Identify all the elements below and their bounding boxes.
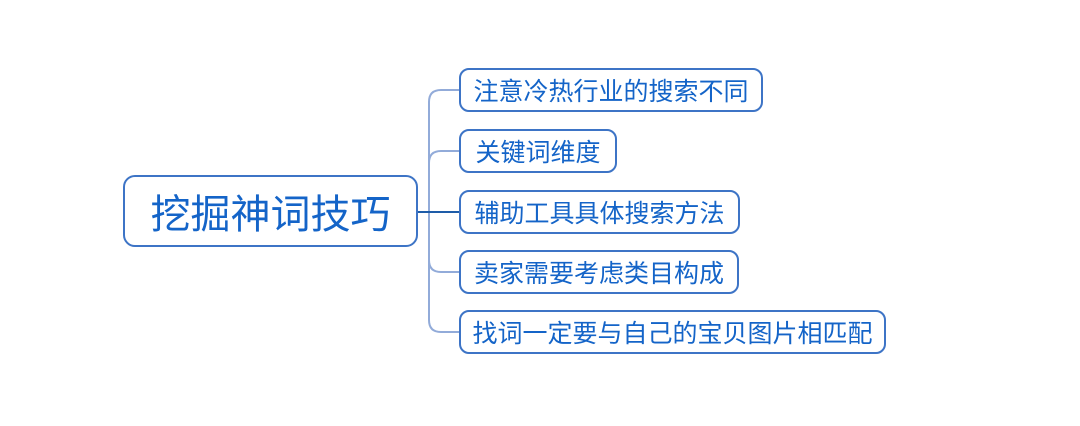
child-topic-node-5[interactable]: 找词一定要与自己的宝贝图片相匹配: [459, 310, 886, 354]
child-topic-label: 注意冷热行业的搜索不同: [473, 77, 749, 106]
child-topic-label: 辅助工具具体搜索方法: [474, 199, 725, 228]
child-topic-node-2[interactable]: 关键词维度: [459, 129, 617, 173]
child-topic-node-3[interactable]: 辅助工具具体搜索方法: [459, 190, 740, 234]
child-topic-label: 找词一定要与自己的宝贝图片相匹配: [472, 319, 873, 348]
child-topic-label: 关键词维度: [475, 138, 601, 167]
root-topic-node[interactable]: 挖掘神词技巧: [123, 175, 418, 247]
child-topic-label: 卖家需要考虑类目构成: [473, 259, 724, 288]
root-topic-label: 挖掘神词技巧: [150, 192, 391, 238]
branch-curve-child-2: [428, 150, 459, 164]
branch-curve-child-4: [428, 259, 459, 273]
child-topic-node-1[interactable]: 注意冷热行业的搜索不同: [459, 68, 763, 112]
child-topic-node-4[interactable]: 卖家需要考虑类目构成: [459, 250, 739, 294]
branch-trunk-curve: [428, 89, 459, 333]
